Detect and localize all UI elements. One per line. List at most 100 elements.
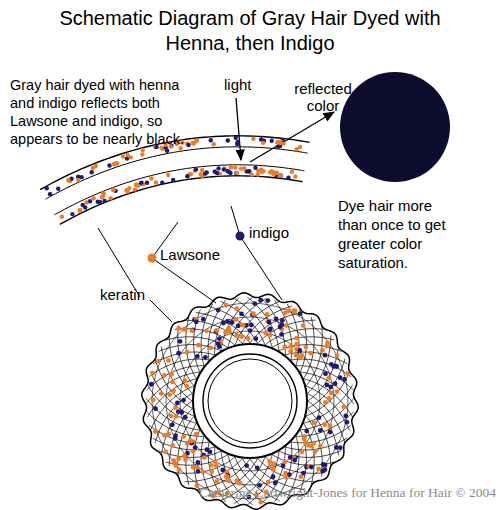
pigment-dot bbox=[153, 406, 158, 411]
pigment-dot bbox=[160, 180, 164, 184]
leader-line bbox=[152, 258, 216, 303]
pigment-dot bbox=[280, 318, 285, 323]
pigment-dot bbox=[303, 345, 308, 350]
pigment-dot bbox=[318, 428, 323, 433]
strand-edge bbox=[46, 147, 308, 199]
keratin-fiber bbox=[150, 386, 194, 431]
pigment-dot bbox=[266, 480, 271, 485]
pigment-dot bbox=[225, 169, 229, 173]
pigment-dot bbox=[335, 353, 340, 358]
leader-line bbox=[240, 236, 282, 300]
pigment-dot bbox=[267, 459, 272, 464]
pigment-dot bbox=[151, 371, 156, 376]
pigment-dot bbox=[217, 336, 222, 341]
pigment-dot bbox=[151, 398, 156, 403]
pigment-dot bbox=[183, 415, 188, 420]
keratin-fiber bbox=[185, 320, 243, 343]
keratin-fiber bbox=[300, 398, 354, 430]
hair-strand bbox=[40, 136, 309, 225]
cortex-inner-edge bbox=[193, 344, 307, 458]
pigment-dot bbox=[236, 324, 241, 329]
pigment-dot bbox=[344, 420, 349, 425]
pigment-dot bbox=[96, 200, 100, 204]
light-arrow bbox=[236, 98, 241, 160]
pigment-dot bbox=[226, 138, 230, 142]
pigment-dot bbox=[338, 445, 343, 450]
pigment-dot bbox=[293, 309, 298, 314]
keratin-fiber bbox=[234, 298, 272, 347]
keratin-fiber bbox=[169, 409, 192, 467]
pigment-dot bbox=[239, 334, 244, 339]
pigment-dot bbox=[175, 400, 180, 405]
keratin-fiber bbox=[242, 306, 292, 343]
pigment-dot bbox=[278, 139, 282, 143]
pigment-dot bbox=[323, 353, 328, 358]
pigment-dot bbox=[246, 336, 251, 341]
pigment-dot bbox=[261, 141, 265, 145]
keratin-fiber bbox=[147, 379, 196, 417]
pigment-dot bbox=[200, 168, 204, 172]
pigment-dot bbox=[341, 404, 346, 409]
pigment-dot bbox=[163, 449, 168, 454]
pigment-dot bbox=[320, 348, 325, 353]
reflected-color-swatch bbox=[340, 72, 450, 182]
pigment-dot bbox=[171, 388, 176, 393]
keratin-fiber bbox=[247, 297, 279, 351]
pigment-dot bbox=[309, 444, 314, 449]
pigment-dot bbox=[238, 481, 243, 486]
pigment-dot bbox=[263, 331, 268, 336]
pigment-dot bbox=[195, 465, 200, 470]
pigment-dot bbox=[214, 328, 219, 333]
note-text: Dye hair more than once to get greater c… bbox=[338, 196, 463, 272]
keratin-fiber bbox=[228, 298, 266, 347]
leader-lines bbox=[98, 206, 282, 322]
pigment-dot bbox=[323, 371, 328, 376]
pigment-dot bbox=[326, 376, 331, 381]
pigment-dot bbox=[225, 319, 230, 324]
pigment-dot bbox=[249, 172, 253, 176]
pigment-dot bbox=[220, 468, 225, 473]
keratin-fiber bbox=[308, 401, 339, 455]
pigment-dot bbox=[185, 350, 190, 355]
pigment-dot bbox=[329, 390, 334, 395]
pigment-dot bbox=[252, 301, 257, 306]
keratin-fiber bbox=[258, 320, 316, 343]
pigment-dot bbox=[89, 170, 93, 174]
pigment-dot bbox=[78, 208, 82, 212]
pigment-dot bbox=[202, 455, 207, 460]
pigment-dot bbox=[111, 188, 115, 192]
pigment-dot bbox=[91, 196, 95, 200]
pigment-dot bbox=[166, 432, 171, 437]
pigment-dot bbox=[170, 422, 175, 427]
indigo-dot bbox=[236, 232, 245, 241]
pigment-dot bbox=[208, 449, 213, 454]
pigment-dot bbox=[112, 162, 116, 166]
pigment-dot bbox=[313, 449, 318, 454]
pigment-dot bbox=[171, 458, 176, 463]
pigment-dot bbox=[194, 483, 199, 488]
keratin-fiber bbox=[265, 457, 325, 473]
pigment-dot bbox=[169, 372, 174, 377]
pigment-dot bbox=[276, 144, 280, 148]
pigment-dot bbox=[196, 469, 201, 474]
pigment-dot bbox=[183, 378, 188, 383]
pigment-dot bbox=[235, 140, 239, 144]
keratin-fiber bbox=[220, 301, 265, 345]
pigment-dot bbox=[149, 382, 154, 387]
pigment-dot bbox=[88, 199, 92, 203]
pigment-dot bbox=[224, 303, 229, 308]
pigment-dot bbox=[248, 328, 253, 333]
pigment-dot bbox=[198, 172, 202, 176]
pigment-dot bbox=[56, 187, 60, 191]
pigment-dot bbox=[181, 434, 186, 439]
pigment-dot bbox=[76, 178, 80, 182]
keratin-fiber bbox=[300, 372, 354, 404]
pigment-dot bbox=[244, 463, 249, 468]
pigment-dot bbox=[209, 138, 213, 142]
pigment-dot bbox=[80, 203, 84, 207]
pigment-dot bbox=[176, 326, 181, 331]
keratin-fiber bbox=[166, 337, 228, 348]
pigment-dot bbox=[233, 165, 237, 169]
pigment-dot bbox=[223, 330, 228, 335]
pigment-dot bbox=[286, 176, 290, 180]
